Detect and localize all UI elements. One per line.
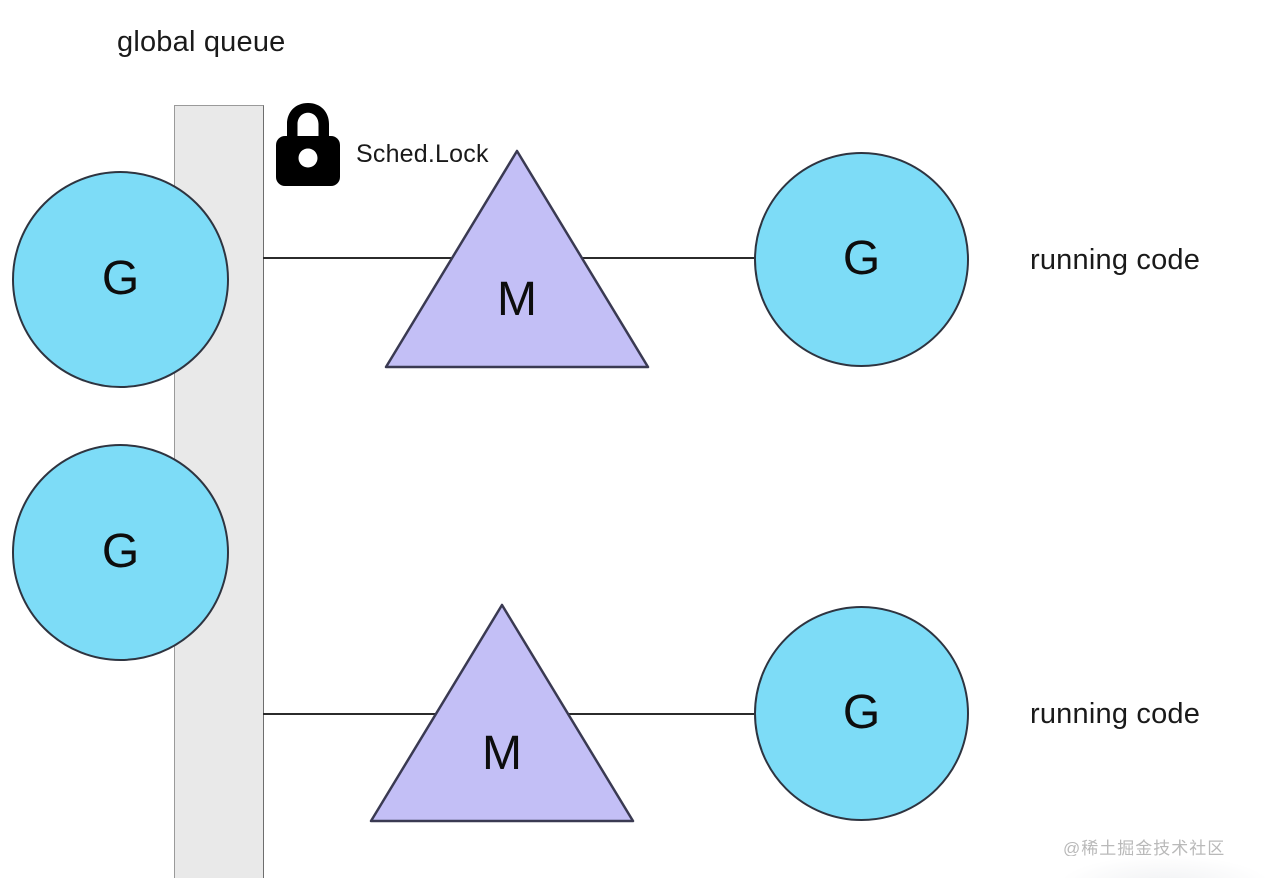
running-code-label-bottom: running code bbox=[1030, 698, 1201, 730]
goroutine-node-running-1: G bbox=[754, 152, 969, 367]
goroutine-label: G bbox=[101, 524, 140, 578]
connector-queue-to-machine-bottom bbox=[263, 713, 455, 715]
machine-label: M bbox=[482, 727, 522, 780]
machine-node-bottom: M bbox=[368, 602, 636, 824]
connector-queue-to-machine-top bbox=[263, 257, 463, 259]
goroutine-label: G bbox=[842, 685, 881, 739]
sched-lock-label: Sched.Lock bbox=[356, 140, 489, 168]
goroutine-label: G bbox=[101, 251, 140, 305]
running-code-label-top: running code bbox=[1030, 244, 1201, 276]
machine-node-top: M bbox=[383, 148, 651, 370]
goroutine-node-queued-2: G bbox=[12, 444, 229, 661]
lock-icon bbox=[272, 100, 344, 188]
connector-machine-to-goroutine-top bbox=[570, 257, 770, 259]
goroutine-label: G bbox=[842, 231, 881, 285]
corner-smudge bbox=[1060, 856, 1267, 878]
global-queue-label: global queue bbox=[117, 26, 286, 58]
watermark: @稀土掘金技术社区 bbox=[1063, 839, 1226, 858]
machine-label: M bbox=[497, 273, 537, 326]
goroutine-node-running-2: G bbox=[754, 606, 969, 821]
goroutine-node-queued-1: G bbox=[12, 171, 229, 388]
connector-machine-to-goroutine-bottom bbox=[556, 713, 768, 715]
